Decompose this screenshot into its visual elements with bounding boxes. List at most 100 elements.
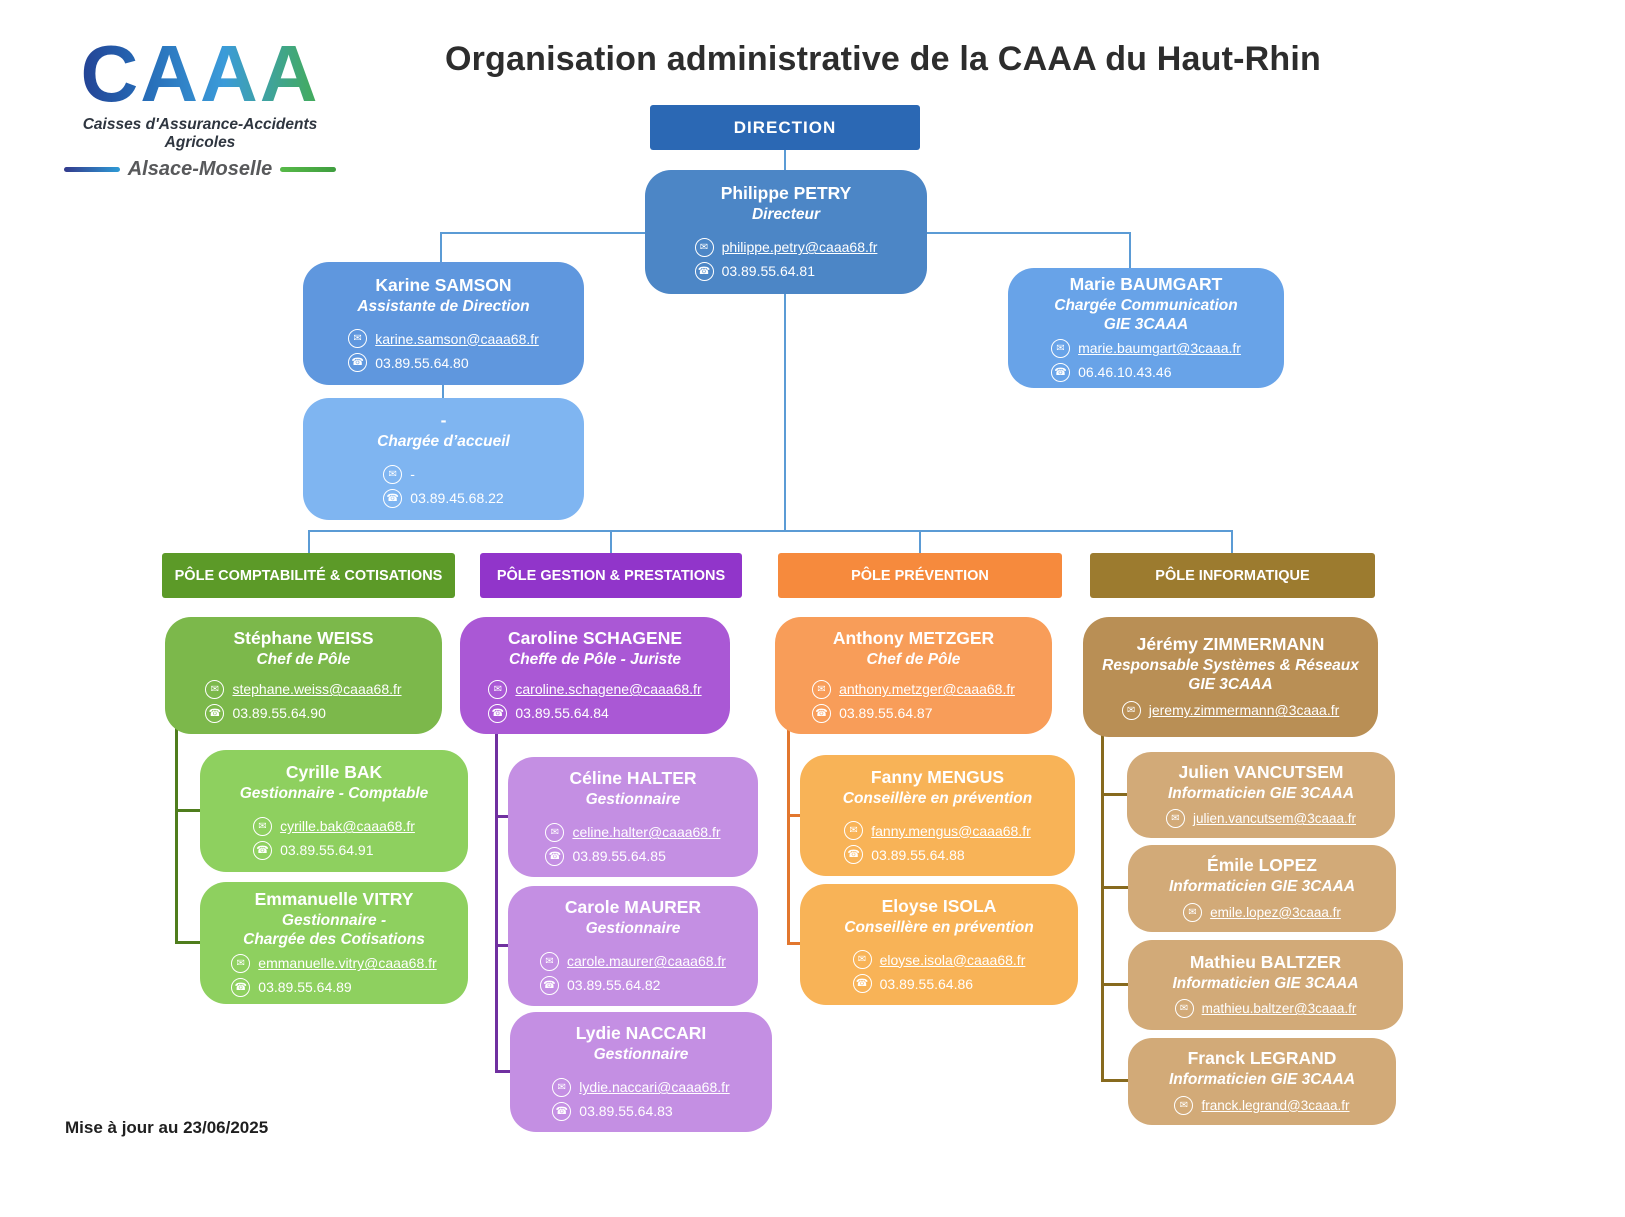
phone-number: 03.89.55.64.82 — [567, 977, 661, 994]
phone-number: 03.89.55.64.88 — [871, 846, 965, 863]
logo-gradient-bar-right — [280, 167, 337, 172]
email-link[interactable]: celine.halter@caaa68.fr — [572, 824, 721, 841]
email-link[interactable]: emile.lopez@3caaa.fr — [1210, 904, 1341, 920]
org-card-celine-halter: Céline HALTER Gestionnaire ✉celine.halte… — [508, 757, 758, 877]
person-name: Karine SAMSON — [375, 274, 512, 295]
person-role: Gestionnaire - Comptable — [239, 785, 429, 803]
email-icon: ✉ — [552, 1077, 572, 1097]
email-link[interactable]: stephane.weiss@caaa68.fr — [232, 681, 402, 698]
person-name: - — [440, 410, 447, 431]
person-name: Marie BAUMGART — [1069, 274, 1223, 295]
person-name: Caroline SCHAGENE — [507, 628, 683, 649]
connector-line — [919, 530, 921, 554]
org-card-franck-legrand: Franck LEGRAND Informaticien GIE 3CAAA ✉… — [1128, 1038, 1396, 1125]
email-link[interactable]: cyrille.bak@caaa68.fr — [280, 818, 415, 835]
person-role: Gestionnaire - Chargée des Cotisations — [243, 912, 425, 949]
connector-line — [308, 530, 310, 554]
logo-acronym: CAAA — [50, 34, 350, 114]
email-link[interactable]: jeremy.zimmermann@3caaa.fr — [1148, 702, 1340, 719]
person-name: Céline HALTER — [569, 768, 697, 789]
phone-number: 03.89.55.64.85 — [572, 848, 666, 865]
org-card-karine-samson: Karine SAMSON Assistante de Direction ✉k… — [303, 262, 584, 385]
connector-line — [495, 1070, 512, 1073]
phone-icon: ☎ — [545, 846, 565, 866]
email-icon: ✉ — [694, 237, 714, 257]
email-link[interactable]: marie.baumgart@3caaa.fr — [1078, 340, 1241, 357]
phone-number: 03.89.55.64.90 — [232, 705, 326, 722]
update-date: Mise à jour au 23/06/2025 — [65, 1118, 269, 1137]
caaa-logo: CAAA Caisses d'Assurance-Accidents Agric… — [50, 34, 350, 181]
person-name: Anthony METZGER — [832, 628, 995, 649]
email-link[interactable]: mathieu.baltzer@3caaa.fr — [1201, 1001, 1357, 1017]
email-icon: ✉ — [231, 953, 251, 973]
phone-icon: ☎ — [205, 703, 225, 723]
person-name: Mathieu BALTZER — [1189, 951, 1342, 972]
phone-number: 03.89.55.64.80 — [375, 354, 469, 371]
org-card-eloyse-isola: Eloyse ISOLA Conseillère en prévention ✉… — [800, 884, 1078, 1005]
connector-line — [175, 690, 178, 944]
phone-number: 06.46.10.43.46 — [1078, 364, 1172, 381]
direction-header: DIRECTION — [650, 105, 920, 150]
email-icon: ✉ — [1051, 338, 1071, 358]
org-card-mathieu-baltzer: Mathieu BALTZER Informaticien GIE 3CAAA … — [1128, 940, 1403, 1030]
email-link[interactable]: emmanuelle.vitry@caaa68.fr — [258, 955, 437, 972]
org-card-emmanuelle-vitry: Emmanuelle VITRY Gestionnaire - Chargée … — [200, 882, 468, 1004]
org-card-carole-maurer: Carole MAURER Gestionnaire ✉carole.maure… — [508, 886, 758, 1006]
connector-line — [495, 815, 510, 818]
email-link[interactable]: philippe.petry@caaa68.fr — [721, 239, 878, 256]
phone-number: 03.89.55.64.91 — [280, 842, 374, 859]
phone-number: 03.89.55.64.84 — [515, 705, 609, 722]
email-link[interactable]: carole.maurer@caaa68.fr — [567, 953, 726, 970]
org-card-caroline-schagene: Caroline SCHAGENE Cheffe de Pôle - Juris… — [460, 617, 730, 734]
email-icon: ✉ — [488, 679, 508, 699]
email-link[interactable]: anthony.metzger@caaa68.fr — [839, 681, 1015, 698]
org-card-anthony-metzger: Anthony METZGER Chef de Pôle ✉anthony.me… — [775, 617, 1052, 734]
phone-icon: ☎ — [383, 488, 403, 508]
person-role: Informaticien GIE 3CAAA — [1172, 974, 1359, 992]
connector-line — [784, 148, 786, 171]
connector-line — [784, 293, 786, 532]
email-icon: ✉ — [852, 950, 872, 970]
email-icon: ✉ — [844, 821, 864, 841]
connector-line — [1101, 1079, 1129, 1082]
phone-number: 03.89.55.64.89 — [258, 979, 352, 996]
connector-line — [787, 690, 790, 945]
email-icon: ✉ — [1183, 902, 1203, 922]
phone-icon: ☎ — [540, 975, 560, 995]
org-card-chargee-accueil: - Chargée d’accueil ✉- ☎03.89.45.68.22 — [303, 398, 584, 520]
phone-icon: ☎ — [231, 977, 251, 997]
person-role: Cheffe de Pôle - Juriste — [509, 651, 681, 669]
person-name: Fanny MENGUS — [870, 766, 1005, 787]
person-role: Responsable Systèmes & Réseaux GIE 3CAAA — [1102, 657, 1359, 694]
email-link[interactable]: caroline.schagene@caaa68.fr — [515, 681, 702, 698]
org-card-stephane-weiss: Stéphane WEISS Chef de Pôle ✉stephane.we… — [165, 617, 442, 734]
org-card-emile-lopez: Émile LOPEZ Informaticien GIE 3CAAA ✉emi… — [1128, 845, 1396, 932]
phone-number: 03.89.55.64.81 — [721, 263, 815, 280]
connector-line — [175, 941, 201, 944]
org-card-cyrille-bak: Cyrille BAK Gestionnaire - Comptable ✉cy… — [200, 750, 468, 872]
person-name: Stéphane WEISS — [233, 628, 374, 649]
email-link[interactable]: karine.samson@caaa68.fr — [375, 330, 539, 347]
person-role: Informaticien GIE 3CAAA — [1167, 784, 1355, 802]
phone-number: 03.89.55.64.86 — [879, 975, 974, 992]
org-card-lydie-naccari: Lydie NACCARI Gestionnaire ✉lydie.naccar… — [510, 1012, 772, 1132]
email-link[interactable]: lydie.naccari@caaa68.fr — [579, 1079, 730, 1096]
pole-header-prevention: PÔLE PRÉVENTION — [778, 553, 1062, 598]
person-role: Chef de Pôle — [256, 651, 351, 669]
email-link[interactable]: franck.legrand@3caaa.fr — [1201, 1097, 1350, 1113]
phone-number: 03.89.55.64.87 — [839, 705, 933, 722]
org-card-julien-vancutsem: Julien VANCUTSEM Informaticien GIE 3CAAA… — [1127, 752, 1395, 838]
person-name: Franck LEGRAND — [1187, 1048, 1337, 1069]
connector-line — [1101, 793, 1129, 796]
person-name: Émile LOPEZ — [1207, 855, 1317, 876]
page-title: Organisation administrative de la CAAA d… — [444, 40, 1322, 78]
email-link[interactable]: eloyse.isola@caaa68.fr — [879, 951, 1026, 968]
phone-icon: ☎ — [488, 703, 508, 723]
connector-line — [495, 690, 498, 1073]
email-link[interactable]: fanny.mengus@caaa68.fr — [871, 822, 1031, 839]
person-name: Philippe PETRY — [720, 183, 852, 204]
connector-line — [1231, 530, 1233, 554]
email-link: - — [410, 466, 415, 483]
email-link[interactable]: julien.vancutsem@3caaa.fr — [1192, 811, 1357, 827]
connector-line — [1101, 983, 1129, 986]
